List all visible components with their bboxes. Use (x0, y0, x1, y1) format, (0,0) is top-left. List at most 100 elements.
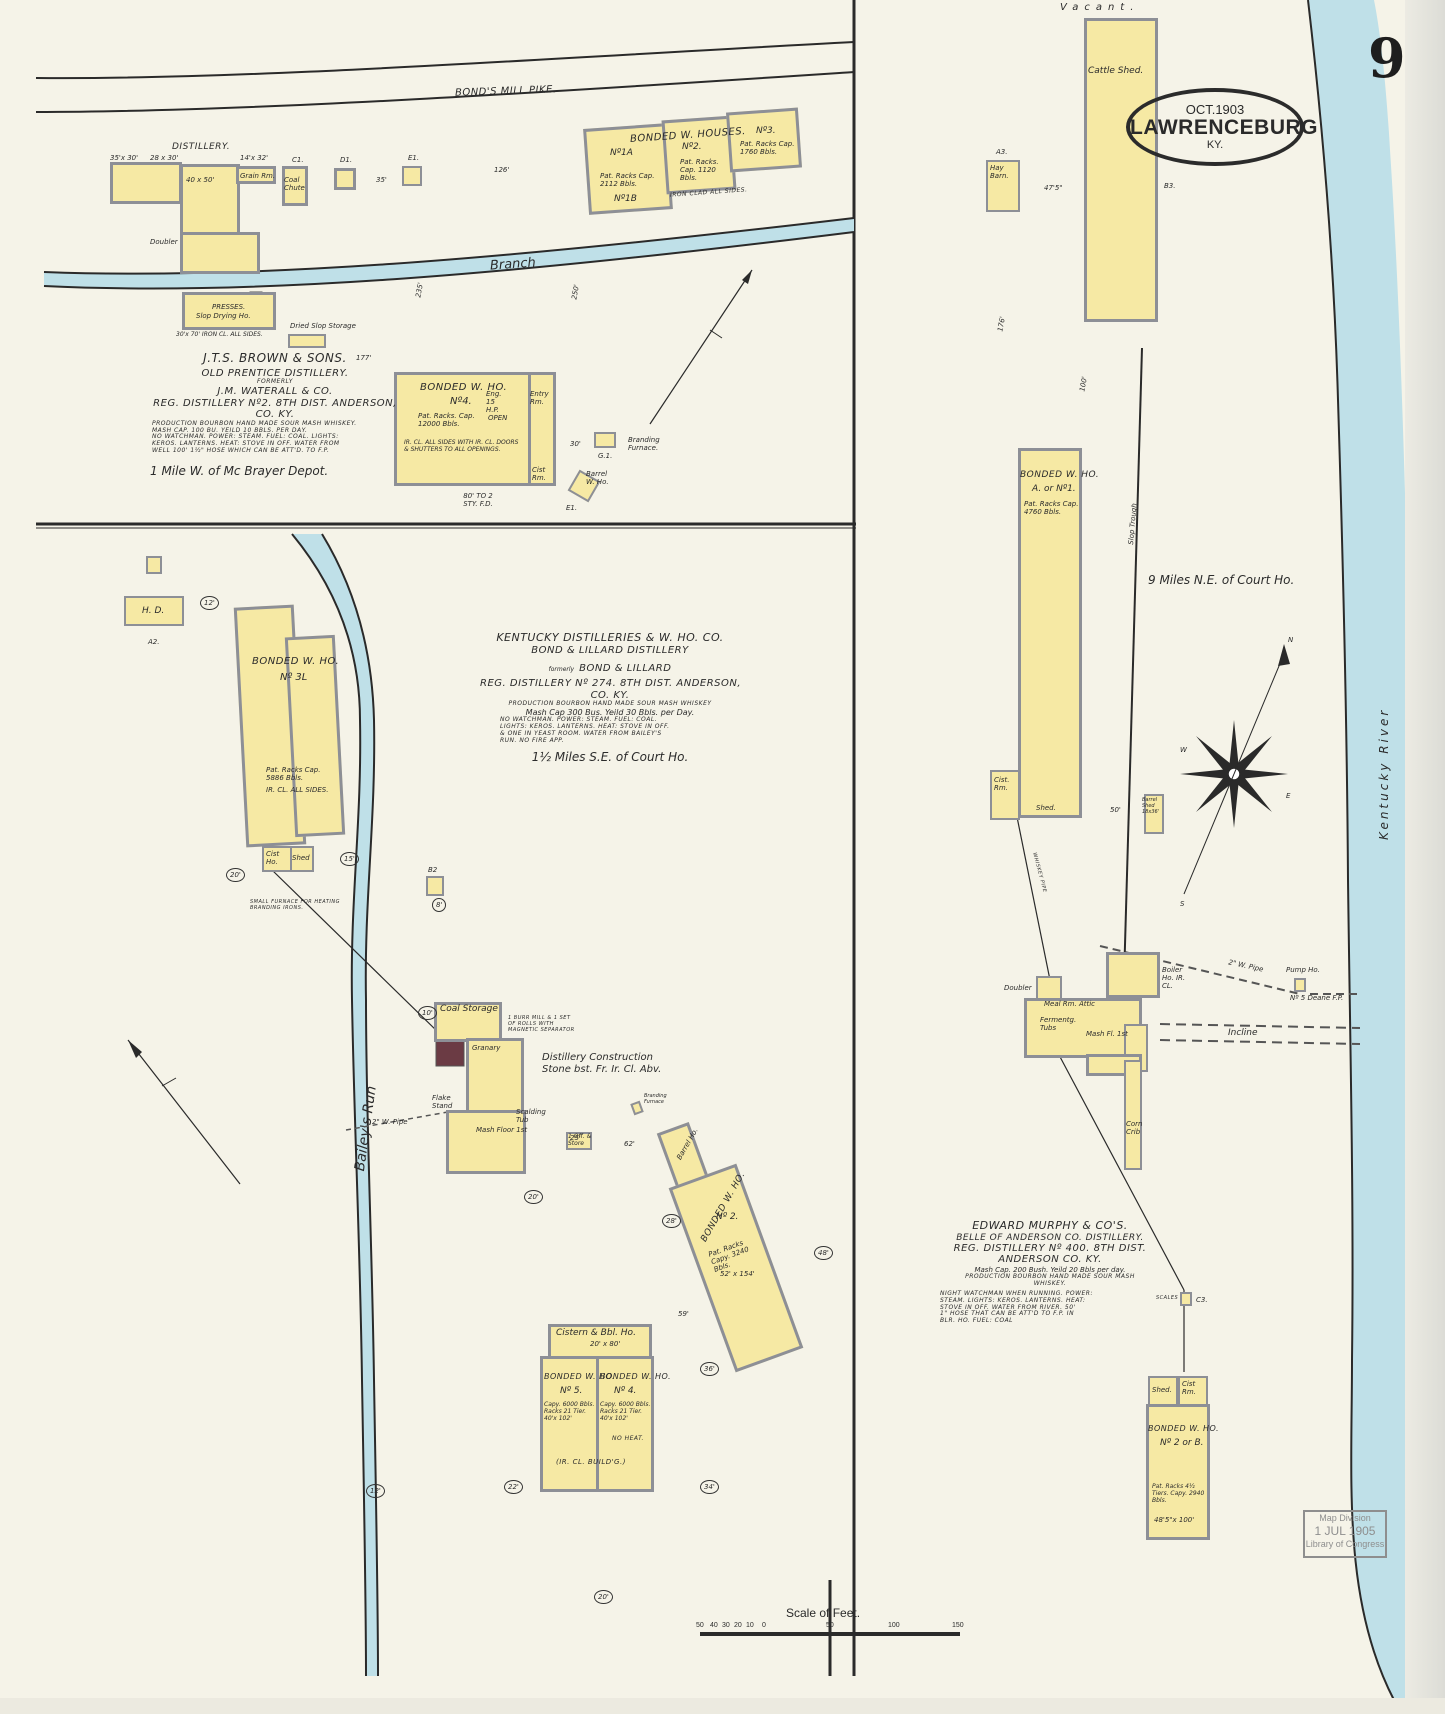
label-coal-storage: Coal Storage (440, 1004, 498, 1014)
compass-s: S (1180, 900, 1185, 908)
compass-n: N (1288, 636, 1294, 644)
label-bw5-title: BONDED W. HO. (544, 1372, 616, 1381)
distillery-county: CO. KY. (255, 409, 295, 421)
scale-tick: 50 (826, 1622, 834, 1629)
circled-distance: 36' (700, 1362, 719, 1377)
label-bw-1a: Nº1A (610, 148, 633, 158)
label-branding-furnace-2: Branding Furnace (644, 1093, 667, 1105)
label-coal-chute: Coal Chute (284, 176, 305, 193)
circled-distance: 15' (340, 852, 359, 867)
distillery-alt-name: BELLE OF ANDERSON CO. DISTILLERY. (956, 1232, 1144, 1243)
label-fermenting: Fermentg. Tubs (1040, 1016, 1077, 1033)
label-bwh3-title: BONDED W. HO. (252, 656, 340, 667)
distillery-formerly: BOND & LILLARD (579, 663, 672, 675)
building-bonded-wh-5 (540, 1356, 600, 1492)
formerly-label: formerly (548, 666, 575, 674)
distillery-note: NO WATCHMAN. POWER: STEAM. FUEL: COAL. (500, 716, 658, 724)
building-bonded-wh-2B (1146, 1404, 1210, 1540)
circled-distance: 8' (432, 898, 447, 913)
label-dims: 35'x 30' (110, 154, 139, 162)
label-bw-3: Nº3. (756, 126, 776, 136)
label-bw4b-title: BONDED W. HO. (600, 1372, 672, 1381)
label-entry-room: Entry Rm. (530, 390, 549, 407)
label-a3: A3. (996, 148, 1008, 156)
label-open: OPEN (488, 414, 508, 422)
circled-distance: 10' (418, 1006, 437, 1021)
distillery-reg: REG. DISTILLERY Nº 400. 8th DIST. (953, 1242, 1147, 1254)
paper-edge-bottom (0, 1698, 1445, 1714)
distillery-location-murphy: 9 Miles N.E. of Court Ho. (1148, 573, 1295, 587)
label-meal-rm: Meal Rm. Attic (1044, 1000, 1096, 1008)
stamp-line: Library of Congress (1305, 1539, 1385, 1549)
distance-label: 126' (494, 166, 510, 174)
building-b2-office (426, 876, 444, 896)
label-dried-slop: Dried Slop Storage (290, 322, 356, 330)
distillery-county: CO. KY. (590, 689, 630, 701)
cartouche-state: KY. (1206, 139, 1224, 151)
distance-label: 25' (570, 1134, 581, 1142)
building-cattle-shed (1084, 18, 1158, 322)
label-bwh3-no: Nº 3L (280, 672, 308, 683)
distillery-name: KENTUCKY DISTILLERIES & W. HO. CO. (496, 631, 724, 644)
label-barrel-shed: Barrel Shed 18x36' (1142, 797, 1160, 815)
building-scales (1180, 1292, 1192, 1306)
label-branding-furnace: Branding Furnace. (628, 436, 660, 453)
building-doubler (1036, 976, 1062, 1000)
label-bw5-cap: Capy. 6000 Bbls. Racks 21 Tier. 40'x 102… (544, 1401, 595, 1422)
distillery-name: EDWARD MURPHY & CO'S. (972, 1219, 1128, 1232)
building-office-d1 (334, 168, 356, 190)
building-cist-rm-2 (990, 770, 1020, 820)
label-engine: Eng. 15 H.P. (486, 390, 502, 415)
circled-distance: 12' (200, 596, 219, 611)
distillery-note: LIGHTS: KEROS. LANTERNS. HEAT: STOVE IN … (500, 723, 670, 731)
distillery-info-jts-brown: J.T.S. BROWN & SONS. OLD PRENTICE DISTIL… (140, 351, 410, 479)
distance-label: 59' (678, 1310, 689, 1318)
distillery-note: 1" HOSE THAT CAN BE ATT'D TO F.P. IN (940, 1310, 1075, 1318)
label-bw4b-cap: Capy. 6000 Bbls. Racks 21 Tier. 40'x 102… (600, 1401, 651, 1422)
circled-distance: 34' (700, 1480, 719, 1495)
label-bw4-dims: 80' TO 2 STY. F.D. (463, 492, 493, 509)
circled-distance: 20' (594, 1590, 613, 1605)
label-bwh3-cap: Pat. Racks Cap. 5886 Bbls. (266, 766, 321, 783)
building-g1 (594, 432, 616, 448)
label-bwhA-cap: Pat. Racks Cap. 4760 Bbls. (1024, 500, 1079, 517)
label-doubler-2: Doubler (1004, 984, 1032, 992)
label-slop-drying: Slop Drying Ho. (196, 312, 251, 320)
label-pump-ho: Pump Ho. (1286, 966, 1320, 974)
distance-label: 35' (376, 176, 387, 184)
building-hay-barn (986, 160, 1020, 212)
distillery-note: PRODUCTION BOURBON HAND MADE SOUR MASH W… (508, 700, 712, 708)
label-bwh2b-no: Nº 2 or B. (1160, 1438, 1204, 1448)
scale-label: Scale of Feet. (786, 1606, 861, 1620)
label-mash-fl: Mash Fl. 1st (1086, 1030, 1128, 1038)
building-shed-3 (1148, 1376, 1178, 1406)
label-cist-ho: Cist Ho. (266, 850, 280, 867)
cartouche-date: OCT.1903 (1185, 102, 1245, 117)
label-flake-stand: Flake Stand (432, 1094, 453, 1111)
label-bw4-note: IR. CL. ALL SIDES WITH IR. CL. DOORS & S… (404, 439, 519, 453)
distillery-note: WELL 100' 1½" HOSE WHICH CAN BE ATT'D. T… (152, 447, 330, 455)
label-2w-pipe: 2" W. Pipe (372, 1118, 408, 1126)
building-entry-room (528, 372, 556, 486)
label-deane-fp: Nº 5 Deane F.P. (1290, 994, 1344, 1002)
label-cistern-dims: 20' x 80' (590, 1340, 621, 1348)
building-hd (124, 596, 184, 626)
label-distillery: DISTILLERY. (172, 142, 231, 152)
circled-distance: 20' (524, 1190, 543, 1205)
stream-label-branch: Branch (489, 255, 537, 274)
compass-w: W (1180, 746, 1187, 754)
label-off-store: 1 Off. & Store (568, 1133, 592, 1147)
distillery-note: MASH CAP. 100 BU. YEILD 10 BBLS. PER DAY… (152, 426, 308, 434)
label-g1: G.1. (598, 452, 613, 460)
label-dims: 14'x 32' (240, 154, 269, 162)
distillery-name: J.T.S. BROWN & SONS. (203, 351, 347, 365)
label-b3: B3. (1164, 182, 1176, 190)
label-bw-2: Nº2. (682, 142, 702, 152)
label-c3: C3. (1196, 1296, 1208, 1304)
building-dried-slop-storage (288, 334, 326, 348)
scale-tick: 0 (762, 1622, 766, 1629)
label-boiler-ho: Boiler Ho. IR. CL. (1162, 966, 1186, 991)
distance-label: 47'5" (1044, 184, 1063, 192)
label-mash: 40 x 50' (186, 176, 215, 184)
distillery-note: WHISKEY. (1033, 1279, 1067, 1287)
